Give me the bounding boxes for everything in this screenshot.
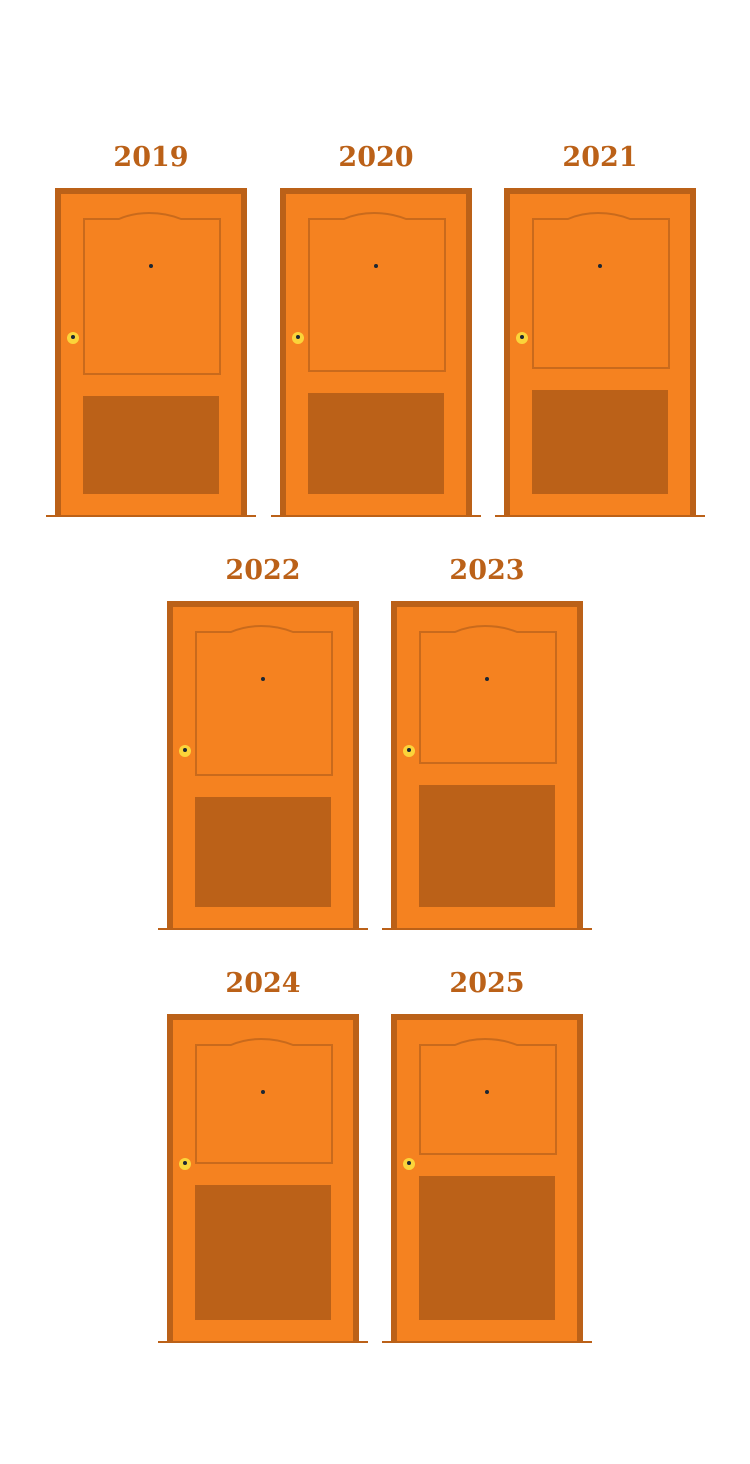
year-label: 2023 [449,555,525,586]
door-2022: 2022 [158,555,368,930]
lower-panel-bar [419,785,555,907]
upper-panel-arch [195,625,331,633]
door-2025: 2025 [382,968,592,1343]
peephole-icon [485,677,489,681]
floor-line [495,515,705,517]
year-label: 2021 [562,142,638,173]
upper-panel [195,1044,333,1164]
peephole-icon [485,1090,489,1094]
lower-panel-bar [308,393,444,494]
upper-panel [419,631,557,764]
floor-line [158,928,368,930]
floor-line [271,515,481,517]
year-label: 2025 [449,968,525,999]
door-2024: 2024 [158,968,368,1343]
peephole-icon [374,264,378,268]
upper-panel [195,631,333,776]
door-knob-icon [292,332,304,344]
upper-panel [532,218,670,369]
year-label: 2019 [113,142,189,173]
door-knob-icon [403,745,415,757]
upper-panel [83,218,221,375]
lower-panel-bar [195,1185,331,1320]
door-knob-icon [179,745,191,757]
upper-panel-arch [419,1038,555,1046]
upper-panel [308,218,446,372]
year-label: 2020 [338,142,414,173]
year-label: 2024 [225,968,301,999]
door-2019: 2019 [46,142,256,517]
door-2020: 2020 [271,142,481,517]
lower-panel-bar [532,390,668,494]
peephole-icon [598,264,602,268]
peephole-icon [149,264,153,268]
lower-panel-bar [195,797,331,907]
lower-panel-bar [83,396,219,494]
upper-panel-arch [532,212,668,220]
upper-panel-arch [419,625,555,633]
floor-line [382,928,592,930]
upper-panel-arch [83,212,219,220]
floor-line [382,1341,592,1343]
door-knob-icon [67,332,79,344]
peephole-icon [261,1090,265,1094]
upper-panel [419,1044,557,1155]
upper-panel-arch [308,212,444,220]
door-knob-icon [403,1158,415,1170]
door-knob-icon [516,332,528,344]
upper-panel-arch [195,1038,331,1046]
year-label: 2022 [225,555,301,586]
lower-panel-bar [419,1176,555,1320]
peephole-icon [261,677,265,681]
door-2021: 2021 [495,142,705,517]
floor-line [158,1341,368,1343]
door-2023: 2023 [382,555,592,930]
door-knob-icon [179,1158,191,1170]
floor-line [46,515,256,517]
